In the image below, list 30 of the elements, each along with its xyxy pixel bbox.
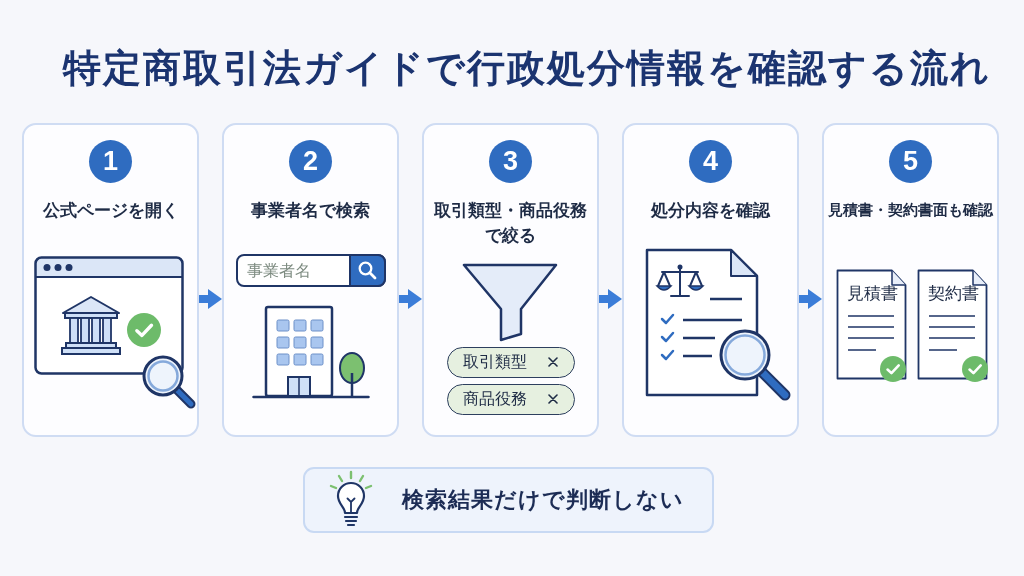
number-badge: 1 <box>89 140 132 183</box>
step-heading: 事業者名で検索 <box>251 200 370 221</box>
step-heading: 処分内容を確認 <box>651 200 770 221</box>
step-card <box>822 123 999 437</box>
arrow <box>599 289 622 309</box>
step-card <box>22 123 199 437</box>
chip-label: 商品役務 <box>463 389 527 409</box>
chip-label: 取引類型 <box>463 352 527 372</box>
step-heading: 取引類型・商品役務で絞る <box>433 200 588 246</box>
step-heading: 公式ページを開く <box>42 200 179 221</box>
step-heading: 見積書・契約書面も確認 <box>828 201 993 220</box>
note-text: 検索結果だけで判断しない <box>402 486 684 514</box>
filter-chip <box>447 384 575 415</box>
arrow <box>399 289 422 309</box>
arrow <box>799 289 822 309</box>
step-card <box>222 123 399 437</box>
title: 特定商取引法ガイドで行政処分情報を確認する流れ <box>63 46 991 91</box>
step-card <box>422 123 599 437</box>
number-badge: 3 <box>489 140 532 183</box>
filter-chip <box>447 347 575 378</box>
number-badge: 4 <box>689 140 732 183</box>
number-badge: 2 <box>289 140 332 183</box>
document-title: 見積書 <box>847 283 898 305</box>
search-field <box>236 254 386 287</box>
arrow <box>199 289 222 309</box>
step-card <box>622 123 799 437</box>
placeholder-text: 事業者名 <box>247 261 311 281</box>
note-box <box>303 467 714 533</box>
number-badge: 5 <box>889 140 932 183</box>
document-title: 契約書 <box>928 283 979 305</box>
